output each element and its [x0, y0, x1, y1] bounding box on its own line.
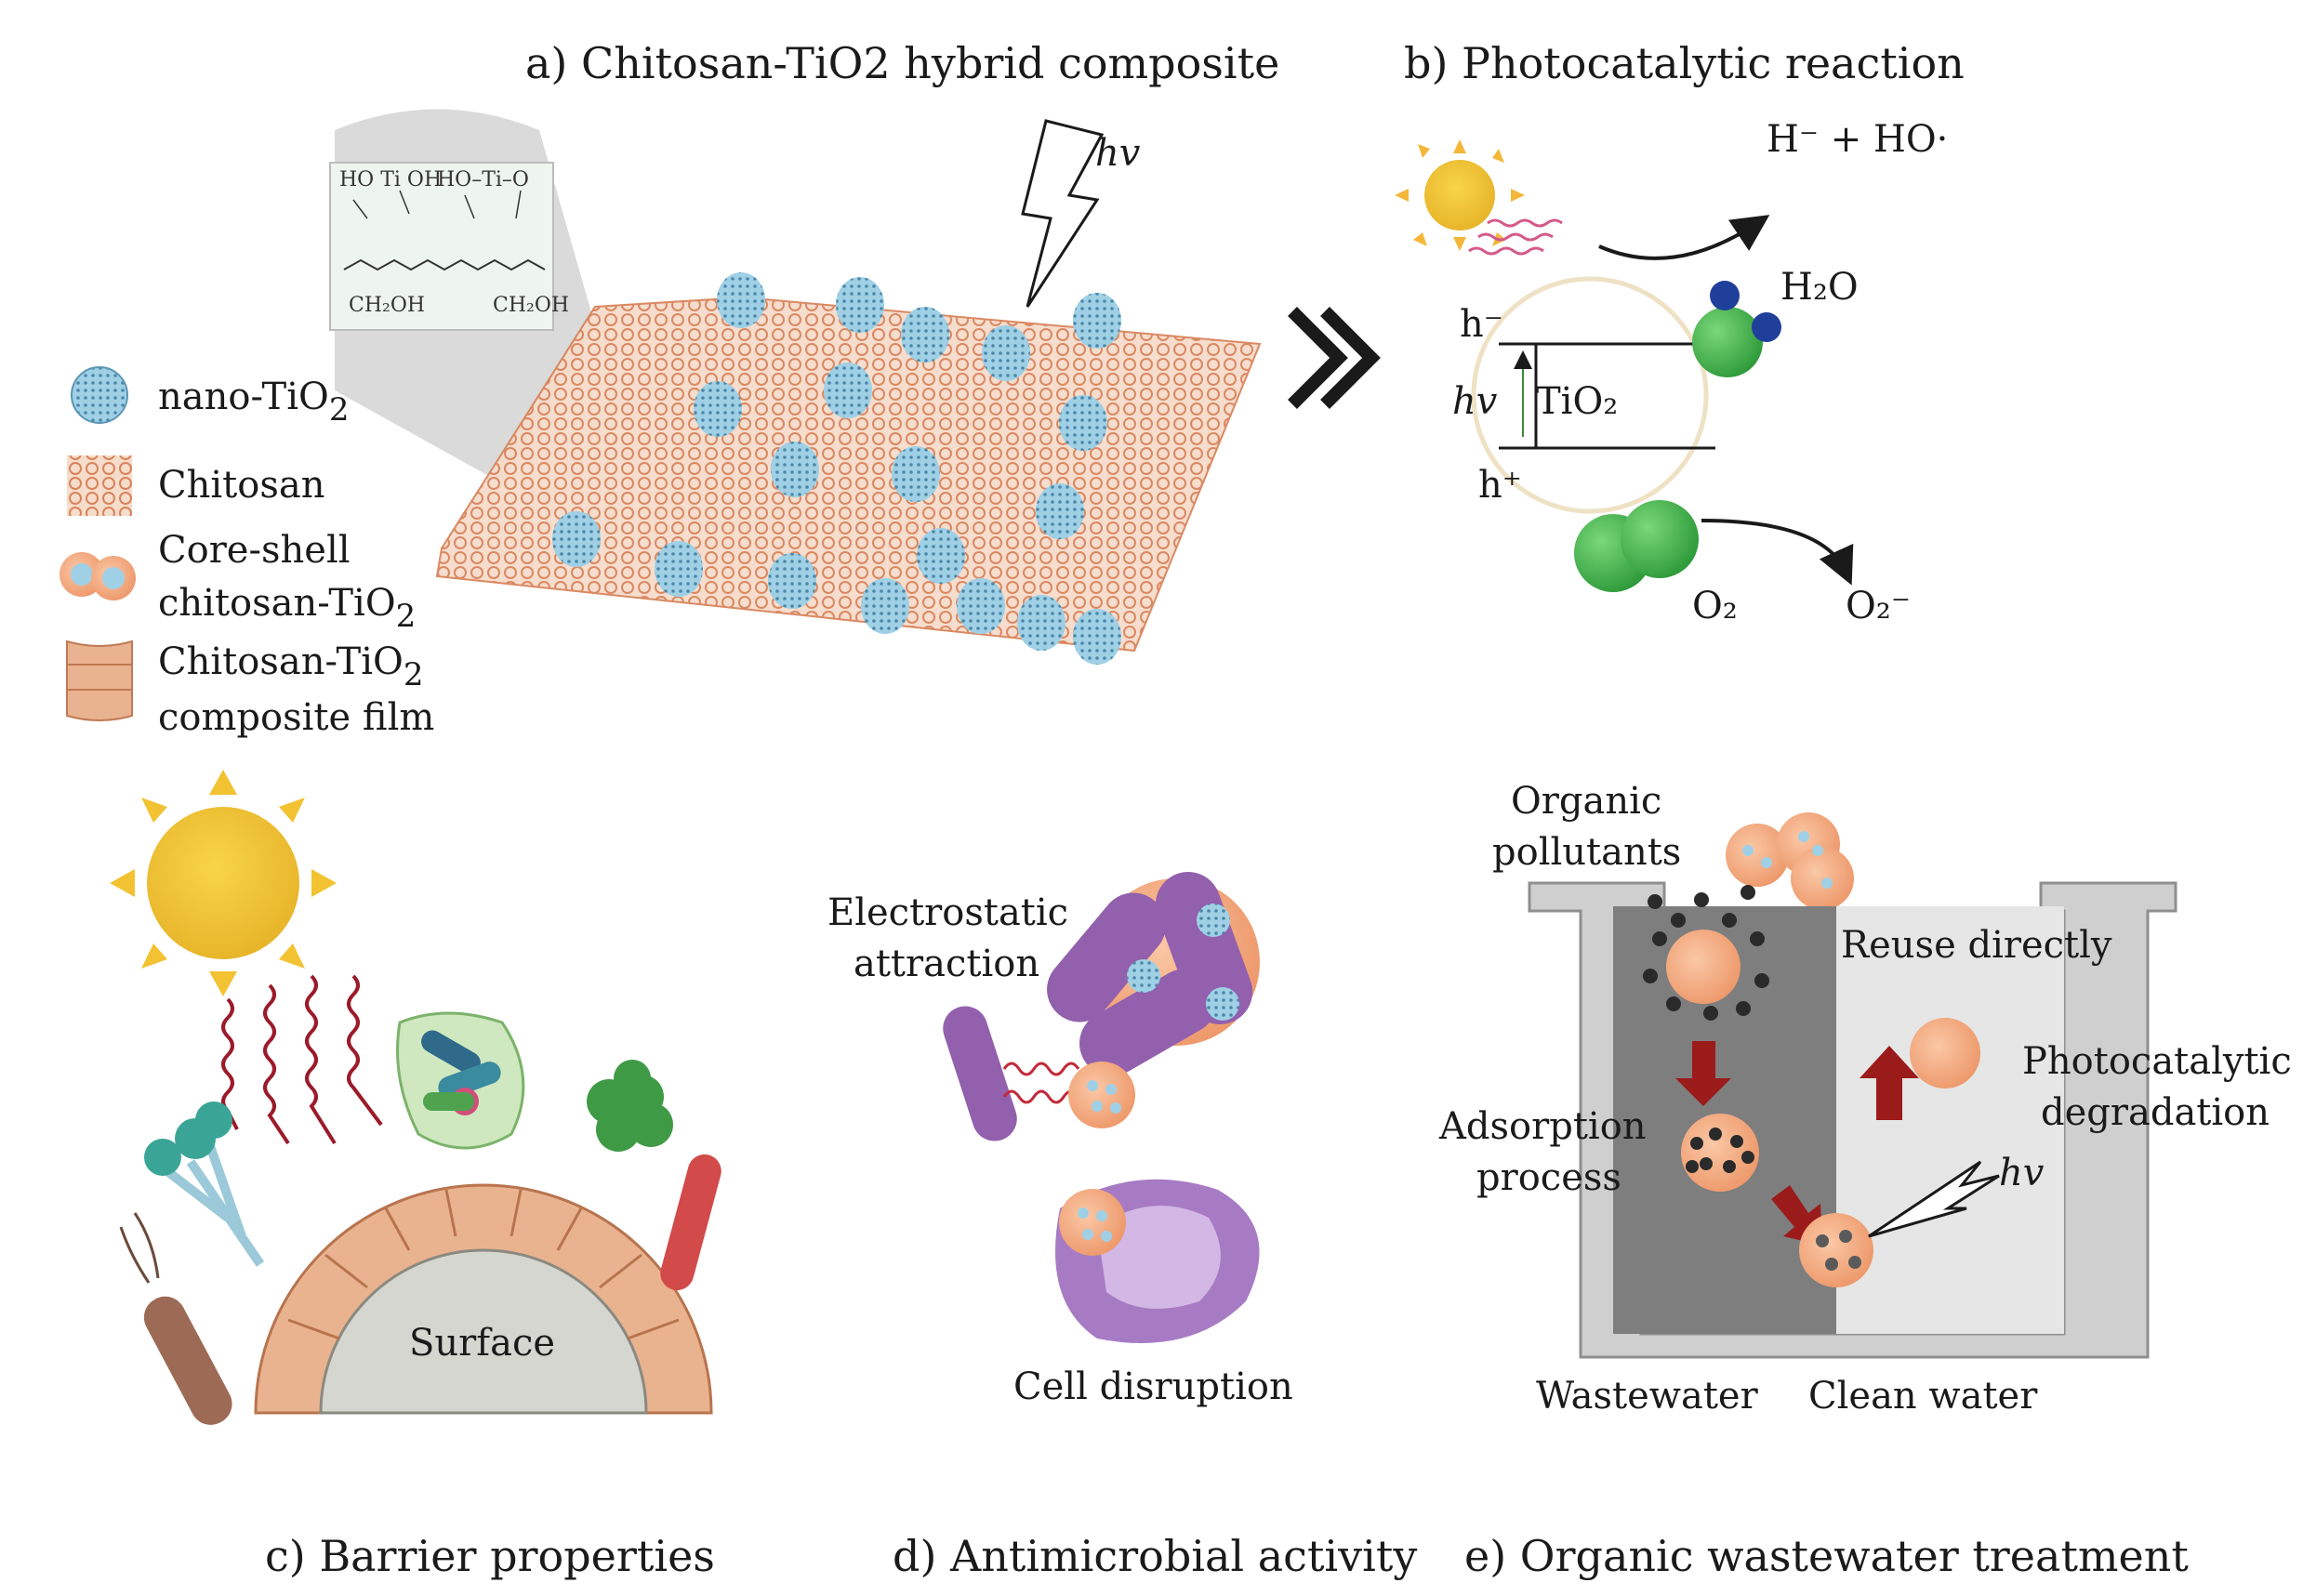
adsorption-label-2: process — [1476, 1156, 1621, 1199]
h-minus-label: h⁻ — [1460, 303, 1503, 346]
adsorbent-particle — [1666, 930, 1740, 1004]
products-label: H⁻ + HO· — [1767, 118, 1948, 161]
composite-coated-surface — [254, 1183, 713, 1415]
legend-film-line1: Chitosan-TiO2 — [158, 640, 423, 693]
electrostatic-bacterium — [943, 1006, 1135, 1141]
composite-film-legend-icon — [66, 640, 133, 721]
up-arrow — [1860, 1046, 1919, 1120]
legend-chitosan-label: Chitosan — [158, 464, 324, 507]
oxygen-molecule-icon — [1574, 500, 1699, 592]
electrostatic-label-2: attraction — [854, 943, 1039, 985]
photocatalytic-label-1: Photocatalytic — [2022, 1040, 2292, 1083]
adsorption-label-1: Adsorption — [1438, 1105, 1647, 1148]
lightning-bolt-icon-e — [1868, 1160, 2000, 1238]
light-waves-b — [1468, 218, 1563, 256]
svg-text:CH₂OH: CH₂OH — [493, 294, 569, 317]
uv-waves-c — [221, 974, 383, 1145]
reuse-label: Reuse directly — [1841, 924, 2112, 967]
panel-d-title: d) Antimicrobial activity — [893, 1531, 1417, 1581]
legend-nano-tio2-label: nano-TiO2 — [158, 376, 349, 429]
cell-disruption-label: Cell disruption — [1013, 1365, 1293, 1408]
lightning-bolt-icon — [1021, 119, 1105, 308]
svg-text:CH₂OH: CH₂OH — [349, 294, 425, 317]
o2-label: O₂ — [1692, 585, 1738, 627]
legend-core-shell-line2: chitosan-TiO2 — [158, 582, 416, 635]
hv-inner-label: hv — [1452, 380, 1498, 423]
hv-label-a: hv — [1095, 132, 1141, 175]
nano-tio2-legend-icon — [71, 366, 128, 424]
panel-a-title: a) Chitosan-TiO2 hybrid composite — [525, 38, 1279, 88]
legend-core-shell-line1: Core-shell — [158, 529, 351, 572]
bacteria-with-particles — [1047, 872, 1260, 1076]
red-rod-icon — [660, 1154, 721, 1291]
chitosan-legend-icon — [67, 455, 132, 516]
structure-snippet: HO Ti OH — [339, 168, 442, 191]
panel-e-title: e) Organic wastewater treatment — [1464, 1531, 2189, 1581]
legend-film-line2: composite film — [158, 696, 434, 739]
o2-minus-label: O₂⁻ — [1846, 585, 1911, 627]
organic-label-1: Organic — [1511, 780, 1661, 823]
electrostatic-label-1: Electrostatic — [827, 891, 1068, 934]
fungi-icon — [144, 1101, 265, 1267]
loaded-particle — [1681, 1114, 1759, 1192]
photocatalytic-label-2: degradation — [2041, 1091, 2270, 1134]
double-chevron-icon — [1288, 307, 1381, 409]
reused-particle — [1910, 1018, 1980, 1088]
panel-b-title: b) Photocatalytic reaction — [1404, 38, 1965, 88]
hv-label-e: hv — [1999, 1152, 2045, 1194]
arrow-to-products — [1598, 215, 1770, 260]
green-cocci-icon — [587, 1060, 673, 1152]
bacillus-icon-brown — [119, 1212, 232, 1425]
disrupted-cell — [1055, 1179, 1260, 1343]
organic-label-2: pollutants — [1492, 831, 1681, 874]
sun-icon-b — [1395, 139, 1525, 251]
clean-water-compartment — [1836, 906, 2064, 1334]
sun-icon-c — [110, 770, 337, 996]
surface-label: Surface — [409, 1322, 555, 1365]
floating-particles — [1726, 812, 1854, 910]
core-shell-legend-icon — [60, 552, 136, 600]
chemical-structure-callout: HO Ti OH HO–Ti–O CH₂OH CH₂OH — [329, 109, 595, 483]
h-plus-label: h⁺ — [1478, 464, 1522, 507]
tio2-label: TiO₂ — [1536, 380, 1618, 423]
svg-text:HO–Ti–O: HO–Ti–O — [437, 168, 529, 191]
water-molecule-icon — [1692, 281, 1781, 377]
clean-water-label: Clean water — [1808, 1375, 2038, 1418]
pollutant-dots — [1643, 885, 1769, 1021]
tio2-particle — [1471, 276, 1709, 514]
legend: nano-TiO2 Chitosan Core-shell chitosan-T… — [60, 366, 434, 739]
degrading-particle — [1799, 1213, 1873, 1287]
tio2-nanoparticles — [552, 272, 1121, 665]
down-arrow — [1675, 1041, 1731, 1106]
cell-cluster-icon — [396, 1011, 525, 1150]
wastewater-label: Wastewater — [1536, 1375, 1759, 1418]
arrow-to-superoxide — [1701, 519, 1854, 586]
panel-c-title: c) Barrier properties — [265, 1531, 715, 1581]
water-label: H₂O — [1780, 266, 1859, 309]
